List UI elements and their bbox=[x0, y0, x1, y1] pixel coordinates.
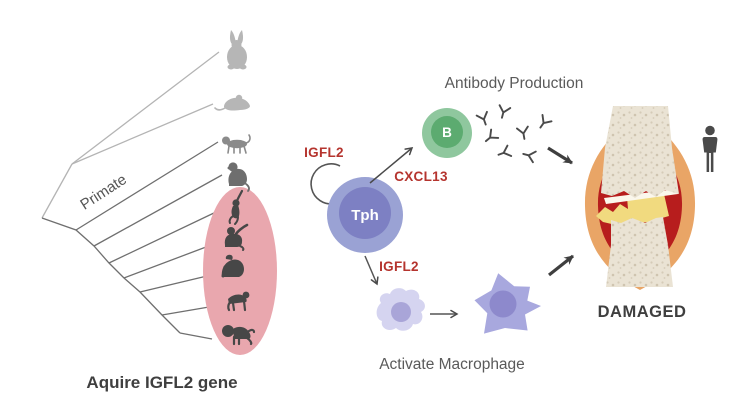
tph-cell-inner bbox=[339, 187, 391, 239]
cxcl13-label: CXCL13 bbox=[394, 169, 448, 184]
rabbit-icon bbox=[227, 30, 247, 70]
cell-pathway: IGFL2 Tph CXCL13 B Antibody Production I… bbox=[304, 75, 583, 373]
primate-clade-label: Primate bbox=[77, 171, 130, 213]
igfl2-macrophage-label: IGFL2 bbox=[379, 259, 419, 274]
antibody-icon bbox=[534, 114, 553, 132]
antibody-icon bbox=[516, 125, 531, 141]
tree-branches-primate bbox=[41, 141, 223, 340]
upper-bone bbox=[601, 106, 679, 198]
resting-macrophage bbox=[376, 288, 425, 331]
person-icon bbox=[702, 125, 718, 172]
tph-cell-label: Tph bbox=[351, 207, 379, 224]
macrophage-to-joint-arrow bbox=[548, 254, 574, 277]
antibody-icon bbox=[495, 104, 512, 121]
chimpanzee-icon bbox=[227, 291, 250, 312]
antibody-icon bbox=[520, 147, 537, 164]
activate-macrophage-label: Activate Macrophage bbox=[379, 356, 525, 373]
antibody-icons bbox=[475, 104, 553, 164]
tph-to-macrophage-arrow bbox=[364, 255, 379, 286]
tree-branches-outgroup bbox=[41, 51, 220, 219]
phylogenetic-tree: Primate bbox=[41, 30, 277, 392]
resting-macrophage-nucleus bbox=[391, 302, 411, 322]
mouse-icon bbox=[214, 94, 250, 111]
antibody-production-label: Antibody Production bbox=[445, 75, 584, 92]
activated-macrophage-nucleus bbox=[489, 290, 517, 318]
antibody-icon bbox=[481, 128, 500, 147]
b-cell: B bbox=[422, 108, 472, 158]
igfl2-autocrine-label: IGFL2 bbox=[304, 145, 344, 160]
damaged-joint-illustration: DAMAGED bbox=[584, 106, 718, 321]
orangutan-icon bbox=[224, 223, 249, 251]
gibbon-icon bbox=[228, 189, 244, 225]
b-cell-inner bbox=[431, 116, 463, 148]
damaged-cartilage bbox=[596, 194, 669, 225]
tph-cell: Tph bbox=[327, 177, 403, 253]
activated-macrophage bbox=[474, 273, 541, 334]
damaged-label: DAMAGED bbox=[598, 303, 687, 321]
antibody-icon bbox=[495, 144, 513, 161]
gorilla-icon bbox=[221, 254, 244, 278]
macaque-icon bbox=[227, 162, 250, 192]
human-infant-icon bbox=[222, 325, 256, 346]
antibody-icon bbox=[475, 110, 492, 128]
antibody-to-joint-arrow bbox=[547, 146, 573, 165]
acquire-gene-caption: Aquire IGFL2 gene bbox=[86, 373, 237, 392]
b-cell-label: B bbox=[442, 125, 452, 140]
tph-to-bcell-arrow bbox=[369, 147, 414, 184]
lower-bone bbox=[606, 217, 673, 287]
marmoset-icon bbox=[222, 134, 251, 154]
